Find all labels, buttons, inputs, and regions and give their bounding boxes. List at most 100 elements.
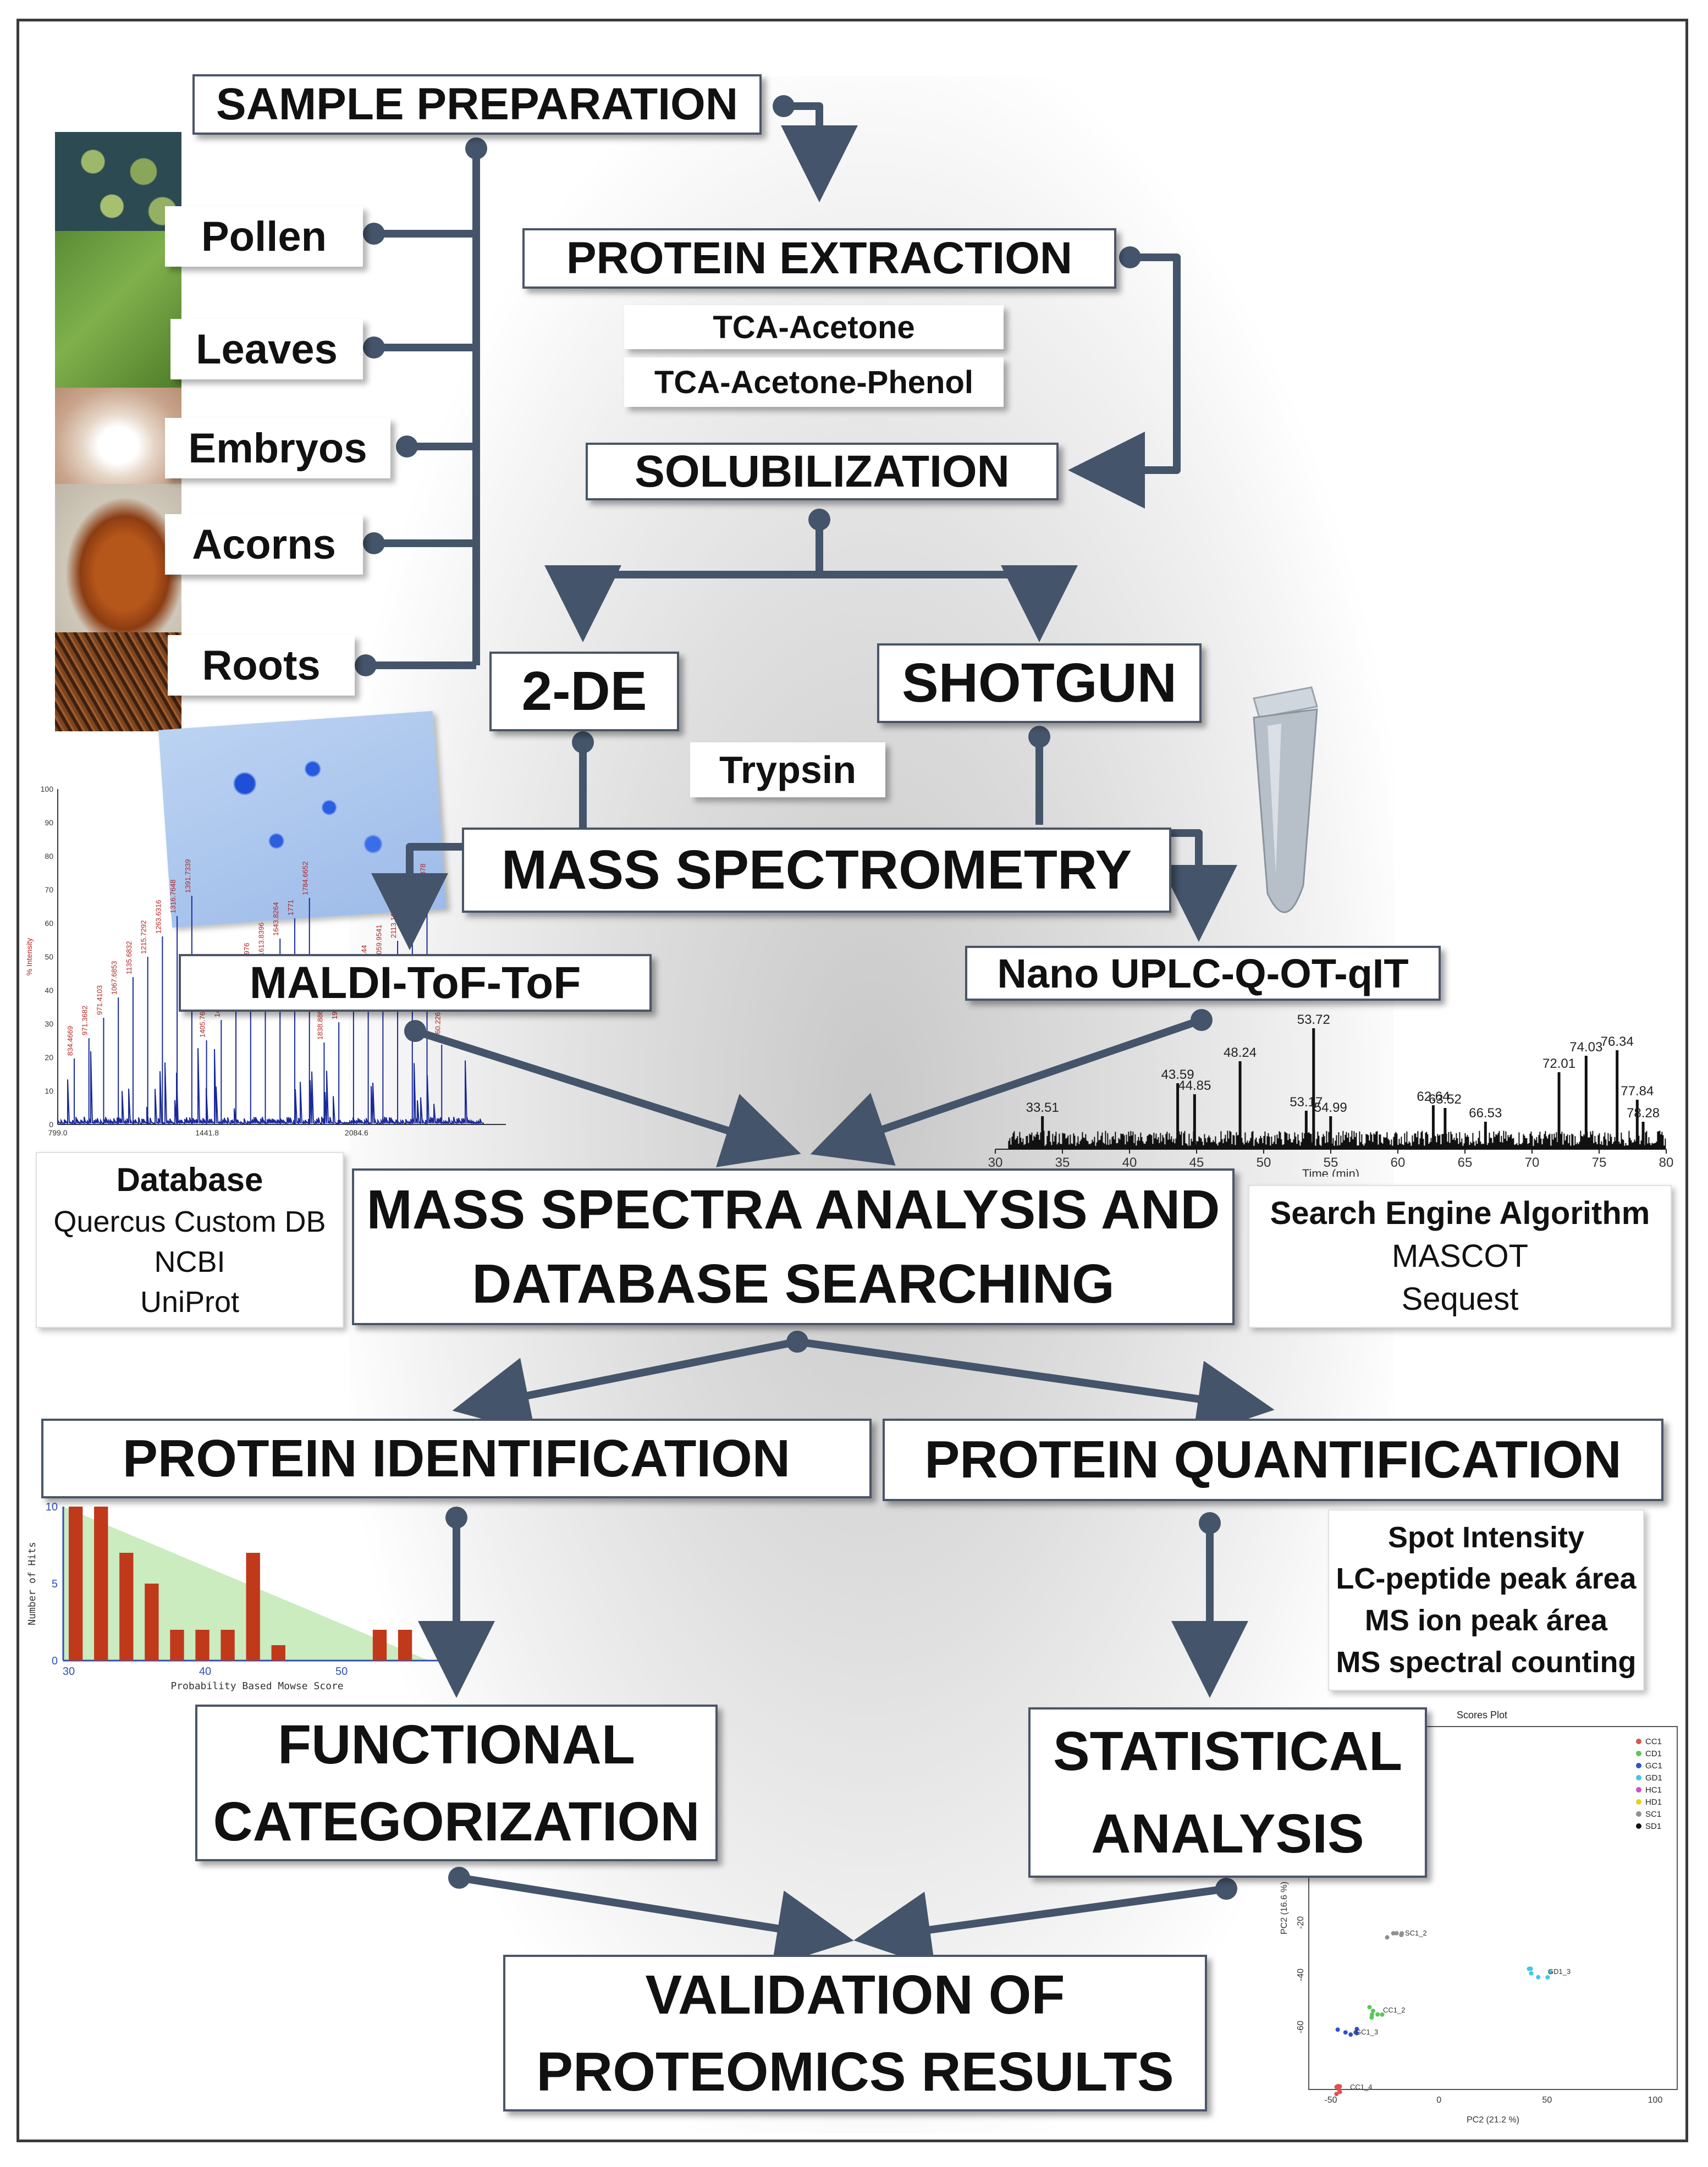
maldi-y-tick: 0 [49, 1120, 53, 1129]
chrom-x-tick: 40 [1122, 1155, 1137, 1170]
scores-title: Scores Plot [1457, 1710, 1507, 1721]
scores-y-tick: -20 [1296, 1916, 1305, 1929]
protein-extraction-box: PROTEIN EXTRACTION [522, 228, 1116, 289]
maldi-y-tick: 20 [45, 1053, 53, 1062]
acorn-photo [55, 484, 181, 632]
chrom-peak-label: 53.17 [1290, 1095, 1323, 1110]
scores-legend-marker [1636, 1751, 1641, 1756]
chrom-x-tick: 45 [1189, 1155, 1204, 1170]
maldi-peak-label: 1316.7648 [169, 880, 177, 913]
analysis-box: MASS SPECTRA ANALYSIS AND DATABASE SEARC… [352, 1168, 1235, 1325]
database-item: Quercus Custom DB [53, 1205, 326, 1239]
chrom-peak-label: 76.34 [1601, 1034, 1634, 1049]
histogram-x-tick: 50 [335, 1666, 348, 1678]
scores-x-tick: -50 [1324, 2096, 1337, 2105]
scores-point [1545, 1975, 1550, 1980]
histogram-bar [372, 1630, 387, 1661]
sample-pollen: Pollen [165, 206, 363, 267]
scores-x-tick: 100 [1648, 2096, 1663, 2105]
histogram-bar [221, 1630, 235, 1661]
trypsin-label: Trypsin [690, 742, 885, 797]
maldi-y-label: % Intensity [25, 938, 34, 975]
histogram-bar [246, 1553, 260, 1661]
scores-y-tick: -40 [1296, 1969, 1305, 1981]
maldi-peak-label: 971.3682 [81, 1006, 89, 1035]
chrom-peak-label: 54.99 [1314, 1100, 1347, 1115]
statistical-analysis-box: STATISTICAL ANALYSIS [1028, 1707, 1427, 1878]
scores-point [1391, 1931, 1396, 1936]
histogram-bar [170, 1630, 184, 1661]
scores-point [1336, 2083, 1341, 2088]
scores-point-label: SC1_2 [1405, 1929, 1427, 1937]
chrom-peak-label: 72.01 [1542, 1056, 1575, 1071]
protein-quantification-box: PROTEIN QUANTIFICATION [883, 1419, 1663, 1501]
quant-method: MS spectral counting [1336, 1645, 1637, 1679]
histogram-x-tick: 40 [199, 1666, 211, 1678]
scores-legend-label: GD1 [1645, 1773, 1662, 1783]
scores-legend-marker [1636, 1811, 1641, 1817]
solubilization-box: SOLUBILIZATION [586, 443, 1059, 500]
chrom-trace [1008, 1131, 1666, 1149]
maldi-y-tick: 90 [45, 818, 53, 827]
shotgun-box: SHOTGUN [877, 643, 1202, 723]
scores-point [1375, 2012, 1380, 2017]
scores-point [1528, 1966, 1533, 1971]
scores-legend-label: SD1 [1645, 1822, 1661, 1831]
scores-legend-label: CD1 [1645, 1749, 1662, 1758]
scores-point [1385, 1935, 1390, 1940]
histogram-bar [195, 1630, 210, 1661]
roots-photo [55, 632, 181, 731]
scores-point [1369, 2012, 1374, 2017]
scores-legend-marker [1636, 1763, 1641, 1768]
scores-point [1399, 1932, 1404, 1937]
chrom-x-tick: 35 [1055, 1155, 1070, 1170]
chrom-x-tick: 60 [1391, 1155, 1406, 1170]
maldi-y-tick: 70 [45, 885, 53, 894]
maldi-peak-label: 1263.6316 [154, 900, 162, 934]
histogram-bar [145, 1584, 159, 1661]
histogram-y-tick: 10 [46, 1501, 58, 1513]
leaf-photo [55, 231, 181, 388]
histogram-x-tick: 30 [63, 1666, 75, 1678]
chrom-peak-label: 43.59 [1161, 1067, 1194, 1082]
scores-legend-label: GC1 [1645, 1761, 1662, 1771]
chrom-x-tick: 55 [1324, 1155, 1338, 1170]
tca-acetone-phenol-label: TCA-Acetone-Phenol [624, 357, 1004, 407]
quant-method: MS ion peak área [1364, 1604, 1608, 1637]
scores-point [1536, 1975, 1541, 1979]
tube-image [1221, 676, 1325, 935]
maldi-x-tick: 2084.6 [345, 1128, 368, 1137]
chrom-peak-label: 44.85 [1178, 1078, 1211, 1093]
scores-legend-label: HD1 [1645, 1797, 1662, 1807]
histogram-y-tick: 5 [52, 1578, 58, 1590]
database-box: Database Quercus Custom DB NCBI UniProt [36, 1152, 344, 1328]
maldi-y-tick: 50 [45, 952, 53, 961]
two-de-box: 2-DE [489, 652, 679, 731]
scores-x-label: PC2 (21.2 %) [1467, 2115, 1519, 2125]
scores-legend-marker [1636, 1739, 1641, 1744]
tca-acetone-label: TCA-Acetone [624, 305, 1004, 349]
maldi-peak-label: 1771 [286, 900, 295, 916]
scores-point [1380, 2012, 1385, 2017]
maldi-x-tick: 1441.8 [195, 1128, 219, 1137]
chrom-x-tick: 50 [1257, 1155, 1271, 1170]
scores-point-label: CC1_2 [1383, 2006, 1405, 2014]
chrom-x-tick: 75 [1592, 1155, 1607, 1170]
functional-categorization-box: FUNCTIONAL CATEGORIZATION [195, 1705, 718, 1861]
sample-embryos: Embryos [165, 418, 390, 478]
search-engine-title: Search Engine Algorithm [1270, 1195, 1650, 1231]
chrom-peak-label: 53.72 [1297, 1012, 1330, 1027]
scores-legend-marker [1636, 1799, 1641, 1805]
scores-legend-marker [1636, 1787, 1641, 1793]
chrom-x-tick: 70 [1525, 1155, 1540, 1170]
maldi-peak-label: 1067.6853 [110, 961, 118, 995]
maldi-peak-label: 1613.8396 [257, 923, 266, 956]
maldi-peak-label: 1838.8865 [316, 1006, 324, 1040]
maldi-peak-label: 834.4669 [66, 1026, 74, 1056]
scores-point [1335, 2027, 1340, 2032]
scores-point [1343, 2030, 1348, 2035]
scores-point-label: CC1_4 [1350, 2083, 1372, 2091]
sample-leaves: Leaves [170, 319, 363, 379]
maldi-y-tick: 40 [45, 986, 53, 995]
